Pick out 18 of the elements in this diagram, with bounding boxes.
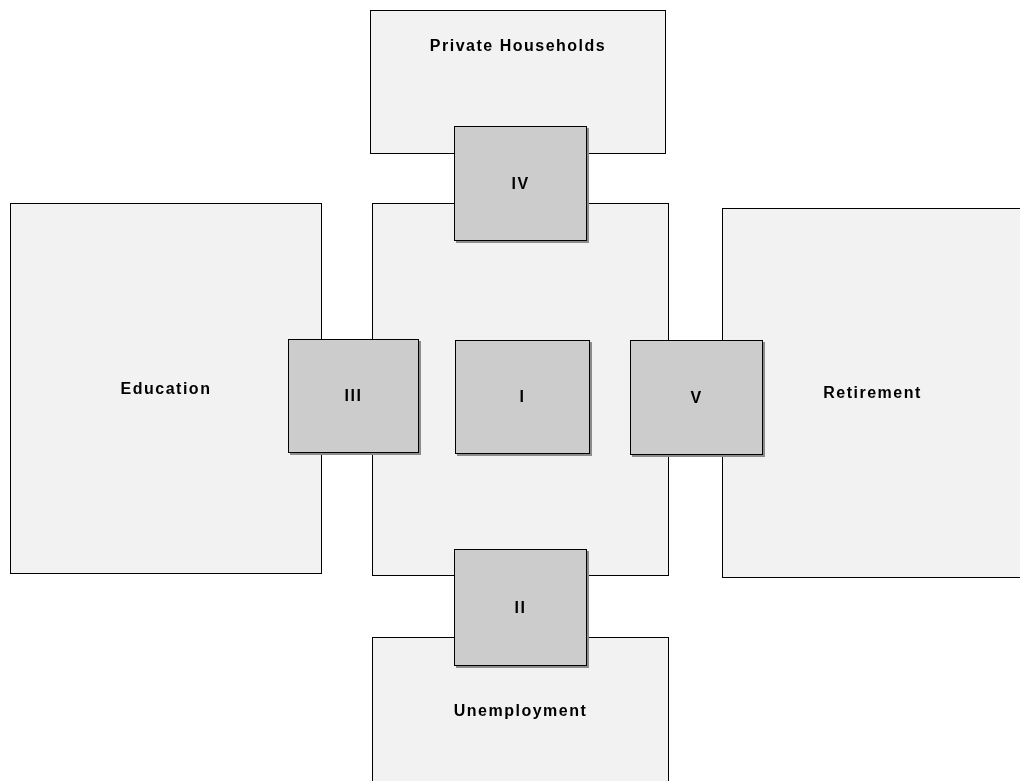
section-box bbox=[455, 340, 590, 454]
roman-numeral-label: I bbox=[519, 388, 526, 406]
section-box bbox=[288, 339, 419, 453]
section-box bbox=[630, 340, 763, 455]
area-label: Private Households bbox=[429, 37, 607, 55]
roman-numeral-label: III bbox=[344, 387, 363, 405]
roman-numeral-label: IV bbox=[511, 174, 530, 193]
section-box bbox=[454, 126, 587, 241]
area-box bbox=[370, 10, 666, 154]
area-label: Unemployment bbox=[453, 702, 588, 720]
area-box bbox=[722, 208, 1020, 578]
area-label: Education bbox=[120, 379, 212, 398]
area-box bbox=[10, 203, 322, 574]
area-box bbox=[372, 637, 669, 781]
area-label: Retirement bbox=[823, 384, 922, 402]
section-box bbox=[454, 549, 587, 666]
roman-numeral-label: II bbox=[514, 598, 527, 617]
roman-numeral-label: V bbox=[690, 388, 703, 407]
